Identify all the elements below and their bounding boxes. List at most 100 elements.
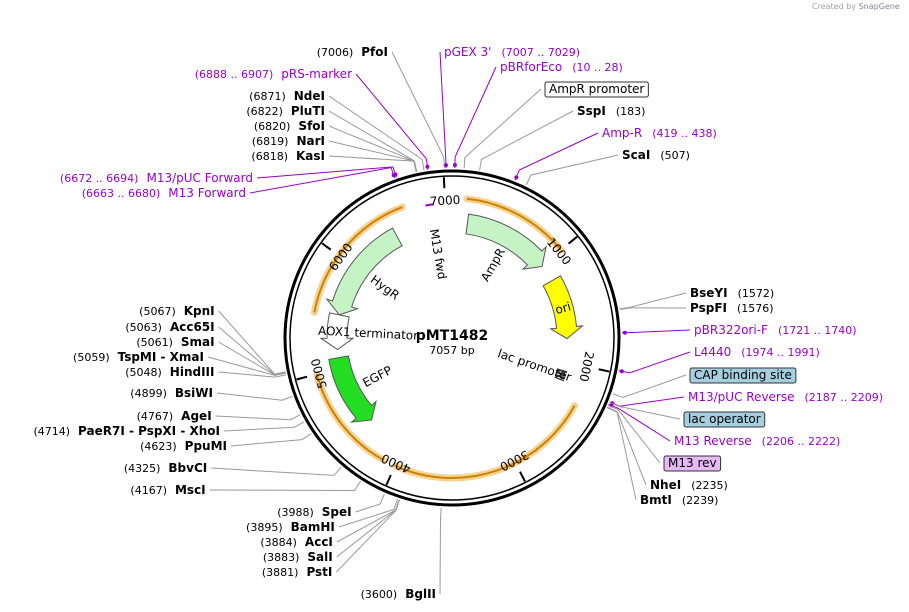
site-lac-operator: lac operator [683, 411, 766, 428]
site-pos-hindiii: (5048) [125, 366, 162, 379]
site-pos-bseyi: (1572) [738, 287, 775, 300]
m13-fwd-label: M13 fwd [427, 228, 449, 281]
site-name-msci: MscI [175, 483, 206, 497]
site-pos-l4440: (1974 .. 1991) [741, 346, 820, 359]
site-acc65i: Acc65I(5063) [125, 320, 214, 334]
site-m13-puc-reverse: M13/pUC Reverse(2187 .. 2209) [688, 390, 883, 404]
site-ampr-promoter: AmpR promoter [544, 81, 649, 98]
site-pos-bglii: (3600) [361, 588, 398, 601]
primer-mark-pbrforeco [452, 163, 457, 167]
site-name-amp-r: Amp-R [602, 126, 642, 140]
site-name-spei: SpeI [322, 505, 352, 519]
leader-pfoi [391, 51, 445, 169]
site-box-lac-operator [683, 411, 766, 428]
site-pos-agei: (4767) [137, 410, 174, 423]
leader-kpni [218, 310, 286, 375]
leader-agei [215, 414, 301, 421]
primer-mark-pgex-3 [444, 163, 448, 168]
leader-bseyi [619, 292, 687, 310]
site-pos-paer7i-pspxi-xhoi: (4714) [33, 425, 70, 438]
lac-promoter-feature [554, 368, 568, 382]
primer-mark-prs-marker [425, 164, 430, 169]
leader-bamhi [338, 498, 398, 528]
site-name-bbvci: BbvCI [168, 461, 207, 475]
leader-hindiii [218, 371, 287, 378]
scale-tick-3000 [519, 471, 526, 482]
leader-kasi [328, 155, 417, 172]
site-name-ppumi: PpuMI [185, 439, 227, 453]
site-pos-kpni: (5067) [139, 305, 176, 318]
ampr-label: AmpR [478, 246, 508, 284]
site-sfoi: SfoI(6820) [254, 119, 325, 133]
site-pos-spei: (3988) [277, 506, 314, 519]
leader-nhei [607, 406, 647, 486]
site-pos-nari: (6819) [252, 135, 289, 148]
leader-pbrforeco [454, 66, 497, 169]
site-acci: AccI(3884) [260, 535, 333, 549]
leader-bbvci [211, 466, 342, 476]
site-name-nhei: NheI [650, 478, 681, 492]
ampr-feature [465, 213, 547, 270]
leader-smai [218, 341, 286, 376]
site-pos-pbrforeco: (10 .. 28) [572, 61, 623, 74]
scale-tick-2000 [598, 368, 610, 373]
site-pos-pbr322ori-f: (1721 .. 1740) [778, 324, 857, 337]
backbone-layer [283, 169, 621, 507]
site-pos-psti: (3881) [262, 566, 299, 579]
scale-tick-4000 [385, 474, 392, 486]
site-psti: PstI(3881) [262, 565, 333, 579]
site-hindiii: HindIII (5048) [125, 365, 214, 379]
leader-bsiwi [216, 392, 293, 401]
m13-fwd-marker [425, 203, 433, 207]
site-box-ampr-promoter [544, 81, 649, 98]
site-pos-pluti: (6822) [246, 105, 283, 118]
site-scai: ScaI(507) [622, 148, 690, 162]
site-name-bglii: BglII [405, 587, 436, 601]
site-pos-smai: (5061) [136, 336, 173, 349]
site-paer7i-pspxi-xhoi: PaeR7I - PspXI - XhoI (4714) [33, 424, 220, 438]
site-name-acci: AccI [305, 535, 333, 549]
leader-m13-rev [607, 404, 661, 464]
leader-pbr322ori-f [621, 329, 691, 334]
site-msci: MscI(4167) [130, 483, 205, 497]
site-name-nari: NarI [296, 134, 325, 148]
leader-scai [525, 154, 619, 186]
plasmid-length: 7057 bp [429, 344, 474, 357]
site-name-kasi: KasI [296, 149, 325, 163]
scale-label-4000: 4000 [379, 451, 413, 476]
leader-ndei [328, 95, 425, 171]
site-name-m13-reverse: M13 Reverse [674, 434, 752, 448]
site-name-bseyi: BseYI [690, 286, 728, 300]
site-name-ampr-promoter: AmpR promoter [549, 82, 644, 96]
primer-mark-amp-r [514, 175, 519, 180]
site-name-paer7i-pspxi-xhoi: PaeR7I - PspXI - XhoI [78, 424, 220, 438]
ori-label: ori [554, 299, 573, 317]
leader-ppumi [230, 433, 312, 447]
site-name-sspi: SspI [577, 104, 606, 118]
orf-line [313, 206, 403, 313]
site-name-bsiwi: BsiWI [175, 386, 213, 400]
site-box-cap-binding-site [689, 367, 797, 384]
site-pos-amp-r: (419 .. 438) [652, 127, 717, 140]
site-pos-tspmi-xmai: (5059) [73, 351, 110, 364]
site-labels-layer: PfoI(7006)pRS-marker(6888 .. 6907)NdeI(6… [33, 45, 883, 601]
site-pbr322ori-f: pBR322ori-F(1721 .. 1740) [694, 323, 857, 337]
site-name-acc65i: Acc65I [170, 320, 215, 334]
site-name-hindiii: HindIII [170, 365, 215, 379]
leader-cap-binding-site [612, 374, 687, 398]
site-name-pgex-3: pGEX 3' [444, 45, 491, 59]
site-pos-ndei: (6871) [249, 90, 286, 103]
backbone-inner-circle [289, 175, 615, 501]
site-spei: SpeI (3988) [277, 505, 351, 519]
site-name-scai: ScaI [622, 148, 650, 162]
site-pos-m13-puc-forward: (6672 .. 6694) [60, 172, 139, 185]
site-ppumi: PpuMI(4623) [140, 439, 227, 453]
site-name-sali: SalI [307, 550, 332, 564]
site-pos-nhei: (2235) [691, 479, 728, 492]
leader-bglii [439, 507, 442, 595]
site-m13-reverse: M13 Reverse(2206 .. 2222) [674, 434, 840, 448]
leader-spei [355, 493, 385, 513]
egfp-feature [328, 355, 377, 423]
